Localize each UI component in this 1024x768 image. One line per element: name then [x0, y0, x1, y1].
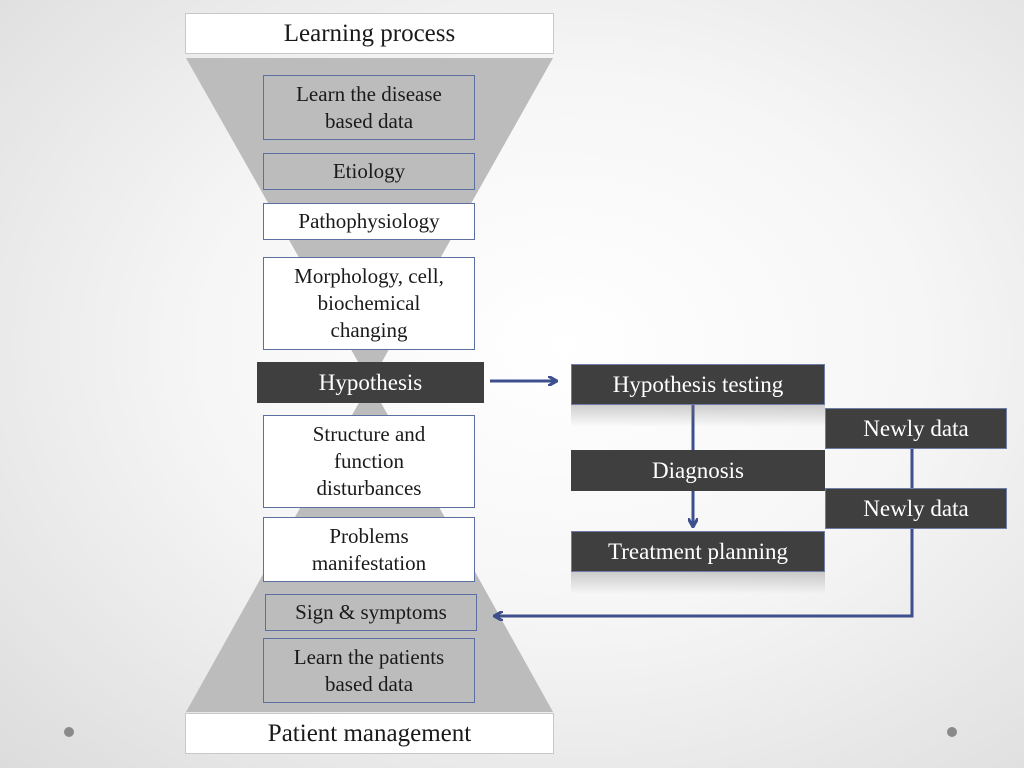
- hypothesis-box: Hypothesis: [257, 362, 484, 403]
- hypothesis-testing-box: Hypothesis testing: [571, 364, 825, 405]
- step-etiology: Etiology: [263, 153, 475, 190]
- treatment-planning-reflection: [571, 572, 825, 594]
- step-learn-disease-data: Learn the disease based data: [263, 75, 475, 140]
- step-pathophysiology: Pathophysiology: [263, 203, 475, 240]
- slide-dot-left: [64, 727, 74, 737]
- newly-data-box-1: Newly data: [825, 408, 1007, 449]
- step-morphology-cell-biochemical: Morphology, cell, biochemical changing: [263, 257, 475, 350]
- treatment-planning-box: Treatment planning: [571, 531, 825, 572]
- newly-data-box-2: Newly data: [825, 488, 1007, 529]
- step-sign-symptoms: Sign & symptoms: [265, 594, 477, 631]
- learning-process-title: Learning process: [185, 13, 554, 54]
- hypothesis-testing-reflection: [571, 405, 825, 427]
- diagnosis-box: Diagnosis: [571, 450, 825, 491]
- slide-dot-right: [947, 727, 957, 737]
- step-learn-patients-data: Learn the patients based data: [263, 638, 475, 703]
- step-problems-manifestation: Problems manifestation: [263, 517, 475, 582]
- step-structure-function-disturbances: Structure and function disturbances: [263, 415, 475, 508]
- patient-management-title: Patient management: [185, 713, 554, 754]
